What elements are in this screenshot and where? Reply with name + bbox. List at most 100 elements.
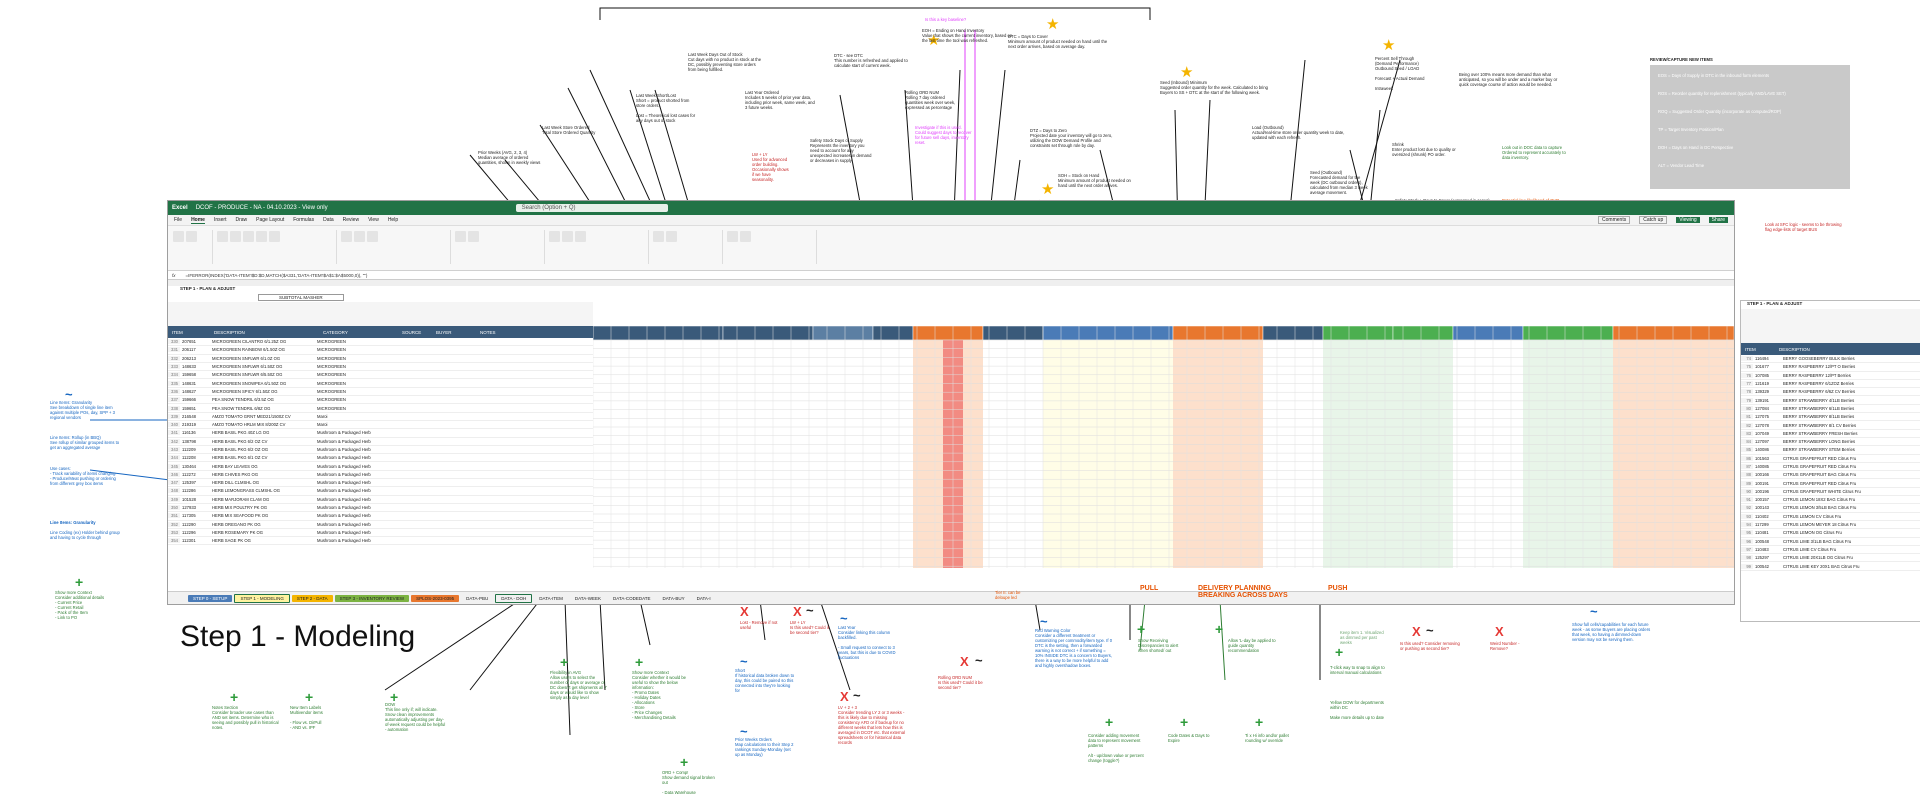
row-number[interactable]: 339 bbox=[168, 413, 180, 419]
description-cell[interactable]: HERB DILL CLMSHL OG bbox=[212, 480, 260, 486]
row-number[interactable]: 95 bbox=[1741, 530, 1753, 536]
col-header-source[interactable]: SOURCE bbox=[402, 329, 422, 335]
menu-help[interactable]: Help bbox=[387, 217, 399, 223]
row-number[interactable]: 96 bbox=[1741, 538, 1753, 544]
item-cell[interactable]: 127078 bbox=[1755, 422, 1769, 428]
col-header-item[interactable]: ITEM bbox=[1745, 346, 1756, 352]
item-cell[interactable]: 116494 bbox=[1755, 356, 1769, 362]
item-cell[interactable]: 100157 bbox=[1755, 497, 1769, 503]
description-cell[interactable]: CITRUS LIME KEY 20X1 BAG Citrus Fru bbox=[1783, 563, 1860, 569]
item-cell[interactable]: 112290 bbox=[182, 521, 196, 527]
row-number[interactable]: 340 bbox=[168, 422, 180, 428]
category-cell[interactable]: Mushroom & Packaged Herb bbox=[317, 438, 371, 444]
description-cell[interactable]: BERRY STRAWBERRY 6/1LB Berries bbox=[1783, 405, 1855, 411]
description-cell[interactable]: HERB BASIL PKG 6/2 OZ OG bbox=[212, 447, 269, 452]
description-cell[interactable]: BERRY STRAWBERRY LONG Berries bbox=[1783, 439, 1856, 445]
col-header-category[interactable]: CATEGORY bbox=[323, 329, 348, 335]
viewing-button[interactable]: Viewing bbox=[1676, 217, 1700, 223]
category-cell[interactable]: Mushroom & Packaged Herb bbox=[317, 496, 371, 502]
share-button[interactable]: Share bbox=[1708, 217, 1728, 223]
cell-styles-icon[interactable] bbox=[575, 231, 586, 242]
description-cell[interactable]: CITRUS GRAPEFRUIT RED Citrus Fru bbox=[1783, 480, 1857, 486]
tab-splos[interactable]: SPLOS-2023-0395 bbox=[411, 594, 460, 602]
menu-draw[interactable]: Draw bbox=[235, 217, 248, 223]
item-cell[interactable]: 110402 bbox=[1755, 513, 1769, 519]
row-number[interactable]: 76 bbox=[1741, 372, 1753, 378]
item-cell[interactable]: 216548 bbox=[182, 413, 196, 419]
col-header-item[interactable]: ITEM bbox=[172, 329, 183, 335]
description-cell[interactable]: HERB LEMONGRASS CLMSHL OG bbox=[212, 488, 281, 494]
item-cell[interactable]: 100542 bbox=[1755, 563, 1769, 569]
category-cell[interactable]: Mushroom & Packaged Herb bbox=[317, 521, 371, 527]
catch-up-button[interactable]: Catch up bbox=[1639, 216, 1668, 224]
row-number[interactable]: 342 bbox=[168, 438, 180, 444]
align-center-icon[interactable] bbox=[354, 231, 365, 242]
description-cell[interactable]: CITRUS LEMON CV Citrus Fru bbox=[1783, 513, 1842, 519]
row-number[interactable]: 89 bbox=[1741, 480, 1753, 486]
description-cell[interactable]: HERB OREGANO PK OG bbox=[212, 521, 261, 527]
item-cell[interactable]: 100196 bbox=[1755, 488, 1769, 494]
item-cell[interactable]: 127097 bbox=[1755, 439, 1769, 445]
menu-file[interactable]: File bbox=[174, 217, 183, 223]
description-cell[interactable]: MICROGREEN SNOWPEA 6/1.50Z OG bbox=[212, 380, 287, 386]
item-cell[interactable]: 127084 bbox=[1755, 405, 1769, 411]
description-cell[interactable]: BERRY RASPBERRY 12/PT O Berries bbox=[1783, 364, 1856, 370]
row-number[interactable]: 97 bbox=[1741, 546, 1753, 552]
font-color-icon[interactable] bbox=[269, 231, 280, 242]
row-number[interactable]: 335 bbox=[168, 380, 180, 386]
item-cell[interactable]: 125297 bbox=[1755, 555, 1769, 561]
item-cell[interactable]: 130464 bbox=[182, 463, 196, 469]
description-cell[interactable]: MICROGREEN SNFLWR 6/1.0Z OG bbox=[212, 355, 281, 361]
align-left-icon[interactable] bbox=[341, 231, 352, 242]
description-cell[interactable]: HERB BASIL PKG 40Z LG OG bbox=[212, 430, 270, 436]
row-number[interactable]: 86 bbox=[1741, 455, 1753, 461]
description-cell[interactable]: CITRUS LEMON MEYER 18 Citrus Fru bbox=[1783, 522, 1857, 528]
item-cell[interactable]: 112209 bbox=[182, 447, 196, 452]
description-cell[interactable]: MICROGREEN CILANTRO 6/1.25Z OG bbox=[212, 339, 287, 345]
row-number[interactable]: 82 bbox=[1741, 422, 1753, 428]
row-number[interactable]: 74 bbox=[1741, 356, 1753, 362]
description-cell[interactable]: CITRUS GRAPEFRUIT WHITE Citrus Fru bbox=[1783, 488, 1861, 494]
menu-view[interactable]: View bbox=[368, 217, 379, 223]
tab-data-codedate[interactable]: DATA-CODEDATE bbox=[612, 595, 651, 601]
item-cell[interactable]: 101563 bbox=[1755, 455, 1769, 461]
description-cell[interactable]: BERRY STRAWBERRY 8/1 CV Berries bbox=[1783, 422, 1857, 428]
description-cell[interactable]: HERB BASIL PKG 6/2 OZ CV bbox=[212, 438, 268, 444]
row-number[interactable]: 345 bbox=[168, 463, 180, 469]
tab-step2[interactable]: STEP 2 - DATA bbox=[291, 594, 333, 602]
row-number[interactable]: 79 bbox=[1741, 397, 1753, 403]
row-number[interactable]: 330 bbox=[168, 339, 180, 345]
description-cell[interactable]: BERRY STRAWBERRY FRESH Berries bbox=[1783, 430, 1858, 436]
item-cell[interactable]: 139191 bbox=[1755, 397, 1769, 403]
category-cell[interactable]: Mushroom & Packaged Herb bbox=[317, 529, 371, 535]
description-cell[interactable]: HERB SAGE PK OG bbox=[212, 538, 251, 544]
description-cell[interactable]: MICROGREEN RAINBOW 6/1.50Z OG bbox=[212, 347, 286, 353]
description-cell[interactable]: CITRUS LEMON 3/5LB BAG Citrus Fru bbox=[1783, 505, 1857, 511]
item-cell[interactable]: 148627 bbox=[182, 388, 196, 394]
description-cell[interactable]: CITRUS LIME 20X1LB OG Citrus Fru bbox=[1783, 555, 1853, 561]
category-cell[interactable]: MICROGREEN bbox=[317, 339, 346, 345]
col-header-notes[interactable]: NOTES bbox=[480, 329, 496, 335]
description-cell[interactable]: CITRUS LIME 3/1LB BAG Citrus Fru bbox=[1783, 538, 1852, 544]
description-cell[interactable]: MICROGREEN SPICY 6/1.50Z OG bbox=[212, 388, 278, 394]
item-cell[interactable]: 112286 bbox=[182, 488, 196, 494]
category-cell[interactable]: MICROGREEN bbox=[317, 388, 346, 394]
category-cell[interactable]: Mushroom & Packaged Herb bbox=[317, 513, 371, 519]
description-cell[interactable]: PEA SNOW TENDRIL 6/3.5Z OG bbox=[212, 397, 274, 403]
item-cell[interactable]: 139329 bbox=[1755, 389, 1769, 395]
